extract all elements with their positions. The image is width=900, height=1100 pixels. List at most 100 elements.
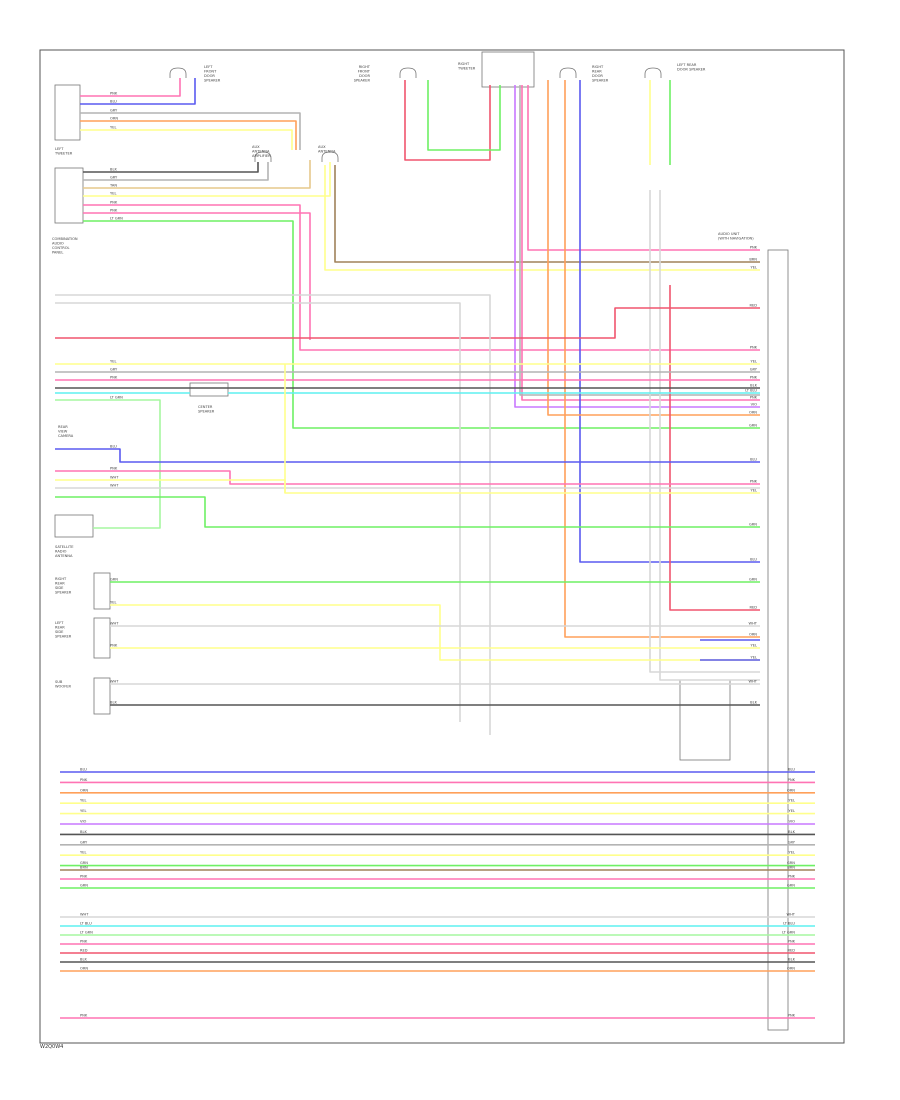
wire-color-tag: WHT	[749, 680, 758, 684]
wire-vio-407	[514, 85, 760, 408]
wire-color-tag: WHT	[749, 622, 758, 626]
component-label-sub: WOOFER	[55, 685, 72, 689]
wire-color-tag: GRN	[80, 884, 88, 888]
component-label-unit: AUDIO UNIT	[718, 232, 740, 236]
wire-color-tag: GRY	[110, 176, 118, 180]
component-label-lrd: LEFT REAR	[677, 63, 697, 67]
wire-color-tag: BLU	[788, 768, 795, 772]
wire-ltgrn-528	[55, 399, 161, 529]
wire-lfd-yel	[80, 129, 293, 150]
wire-lfd-pnk	[80, 78, 181, 97]
component-label-rrs: RIGHT	[55, 577, 67, 581]
left-rear-side-speaker-box	[93, 617, 111, 659]
component-label-cav: COMBINATION	[52, 237, 78, 241]
component-label-lfd: SPEAKER	[204, 79, 221, 83]
wire-color-tag: LT GRN	[110, 396, 123, 400]
wire-color-tag: YEL	[110, 192, 116, 196]
wire-color-tag: VIO	[751, 403, 758, 407]
wire-color-tag: PNK	[788, 875, 796, 879]
component-label-rtw: RIGHT	[458, 62, 470, 66]
wire-color-tag: YEL	[789, 851, 795, 855]
wire-color-tag: WHT	[80, 913, 89, 917]
wire-color-tag: PNK	[80, 940, 88, 944]
wire-color-tag: PNK	[110, 201, 118, 205]
unit-connector-bracket	[679, 679, 731, 761]
wire-color-tag: BLK	[750, 701, 757, 705]
wire-grn-428	[83, 220, 760, 429]
wire-color-tag: BLK	[110, 701, 117, 705]
wire-color-tag: GRY	[788, 840, 796, 844]
wire-color-tag: YEL	[751, 489, 757, 493]
wire-lrd-wht	[659, 190, 760, 681]
component-label-rrd: RIGHT	[592, 65, 604, 69]
wire-gry-395	[519, 85, 760, 396]
component-label-sat: ANTENNA	[55, 554, 73, 558]
wire-color-tag: BRN	[80, 866, 88, 870]
wire-color-tag: LT BLU	[80, 922, 92, 926]
wire-color-tag: BLK	[750, 384, 757, 388]
wire-color-tag: PNK	[788, 778, 796, 782]
wire-pnk-250	[527, 85, 760, 251]
wire-color-tag: BLU	[80, 768, 87, 772]
wire-color-tag: LT GRN	[782, 931, 795, 935]
wire-color-tag: BLU	[110, 445, 117, 449]
wire-color-tag: YEL	[751, 644, 757, 648]
wire-color-tag: ORN	[749, 411, 757, 415]
component-label-rfd: FRONT	[358, 70, 371, 74]
left-front-door-speaker-box	[54, 84, 81, 141]
right-front-door-speaker-icon	[399, 67, 417, 78]
wire-rfd-red	[404, 80, 491, 161]
component-label-lfd: FRONT	[204, 70, 217, 74]
wire-color-tag: YEL	[789, 809, 795, 813]
wire-color-tag: YEL	[751, 360, 757, 364]
left-front-door-speaker-icon	[169, 67, 187, 78]
wire-tw-gry	[83, 162, 269, 181]
component-label-rrs: SIDE	[55, 586, 64, 590]
wire-color-tag: PNK	[750, 346, 758, 350]
component-label-rrd: REAR	[592, 70, 602, 74]
wire-color-tag: BLU	[750, 458, 757, 462]
wire-color-tag: RED	[80, 949, 88, 953]
wire-color-tag: ORN	[787, 967, 795, 971]
wire-color-tag: LT BLU	[745, 389, 757, 393]
component-label-ant1: AMPLIFIER	[252, 154, 271, 158]
wire-shield-303	[55, 302, 461, 722]
wire-color-tag: PNK	[110, 467, 118, 471]
wire-color-tag: BLK	[788, 830, 795, 834]
component-label-lfd: DOOR	[204, 74, 215, 78]
wire-color-tag: GRY	[110, 109, 118, 113]
wire-ant-yel	[83, 162, 331, 197]
wire-color-tag: WHT	[110, 622, 119, 626]
component-label-cam: CAMERA	[58, 434, 74, 438]
component-label-cav: AUDIO	[52, 242, 64, 246]
wire-orn-415	[547, 80, 760, 416]
component-label-rrd: SPEAKER	[592, 79, 609, 83]
wire-color-tag: LT BLU	[783, 922, 795, 926]
component-label-rtw: TWEETER	[457, 67, 476, 71]
wire-color-tag: GRN	[80, 861, 88, 865]
wire-color-tag: YEL	[751, 266, 757, 270]
wire-color-tag: PNK	[110, 92, 118, 96]
wire-color-tag: RED	[749, 304, 757, 308]
component-label-cav: CONTROL	[52, 246, 70, 250]
wire-pnk-400	[521, 85, 760, 401]
wire-color-tag: LT GRN	[110, 217, 123, 221]
wire-pnk-213	[83, 212, 311, 340]
component-label-ant1: ANTENNA	[252, 150, 270, 154]
wire-color-tag: GRN	[749, 424, 757, 428]
component-label-rfd: SPEAKER	[354, 79, 371, 83]
wire-color-tag: PNK	[80, 1014, 88, 1018]
wire-color-tag: RED	[787, 949, 795, 953]
component-label-ltw: LEFT	[55, 147, 64, 151]
wire-blu-562	[579, 80, 760, 563]
wire-color-tag: TAN	[109, 184, 117, 188]
wire-color-tag: BLK	[80, 830, 87, 834]
component-label-sub: SUB	[55, 680, 63, 684]
component-label-cen: CENTER	[198, 405, 213, 409]
component-label-rfd: DOOR	[359, 74, 370, 78]
wire-color-tag: PNK	[788, 1014, 796, 1018]
component-label-lrs: SPEAKER	[55, 635, 72, 639]
wire-tw-blk	[83, 162, 259, 173]
component-label-ant2: ANTENNA	[318, 150, 336, 154]
